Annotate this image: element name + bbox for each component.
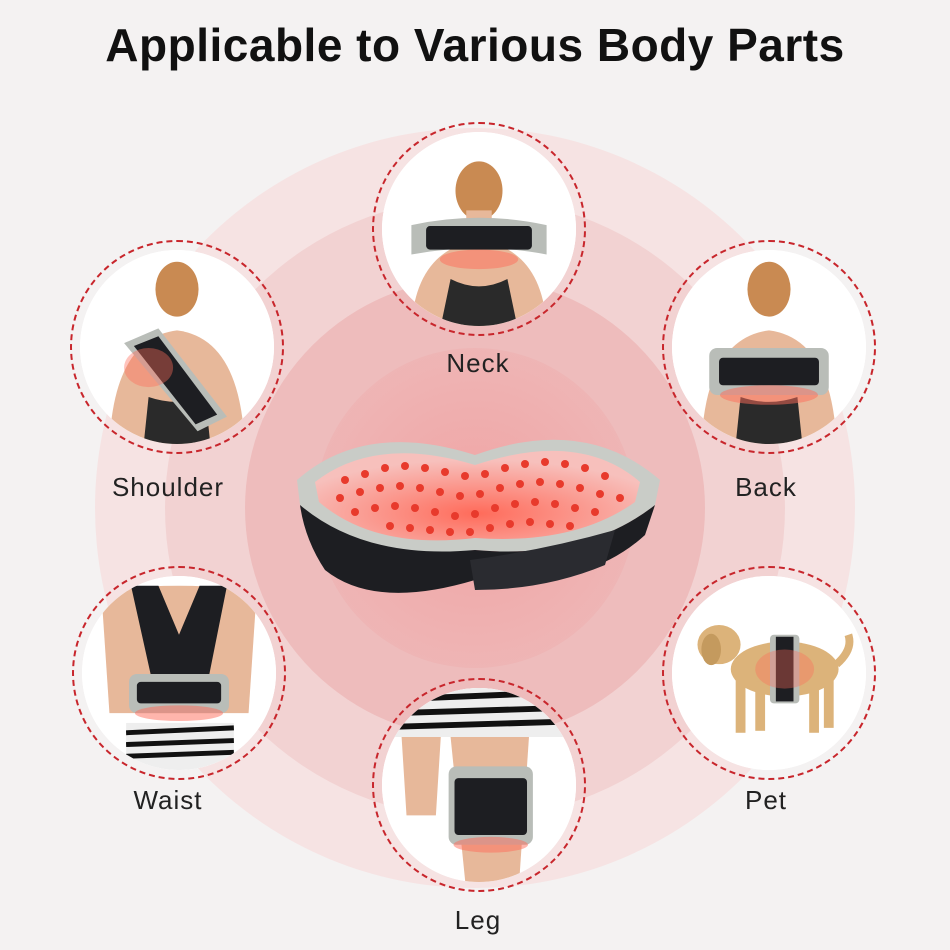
back-icon	[672, 250, 866, 444]
waist-label: Waist	[133, 785, 203, 815]
leg-circle	[372, 678, 586, 892]
neck-label: Neck	[446, 348, 510, 378]
neck-icon	[382, 132, 576, 326]
neck-circle	[372, 122, 586, 336]
leg-icon	[382, 688, 576, 882]
pet-label: Pet	[744, 785, 788, 815]
shoulder-circle	[70, 240, 284, 454]
back-label: Back	[735, 472, 797, 502]
waist-icon	[82, 576, 276, 770]
shoulder-icon	[80, 250, 274, 444]
waist-circle	[72, 566, 286, 780]
leg-label: Leg	[454, 905, 502, 935]
shoulder-label: Shoulder	[111, 472, 225, 502]
back-circle	[662, 240, 876, 454]
therapy-belt-icon	[285, 410, 670, 625]
pet-circle	[662, 566, 876, 780]
page-title: Applicable to Various Body Parts	[105, 19, 845, 71]
pet-icon	[672, 576, 866, 770]
